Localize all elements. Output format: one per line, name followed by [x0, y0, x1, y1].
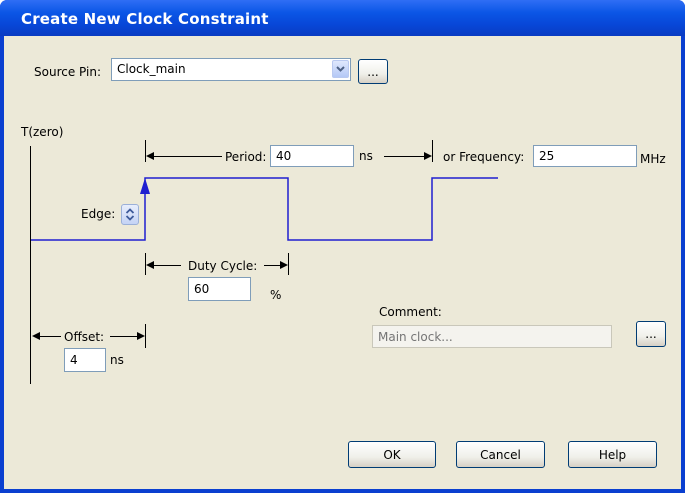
source-pin-label: Source Pin: [34, 65, 101, 79]
period-left-line [149, 156, 222, 157]
duty-cycle-input[interactable] [188, 277, 251, 301]
offset-right-line [110, 336, 137, 337]
period-right-arrow [424, 152, 432, 160]
edge-label: Edge: [81, 207, 116, 221]
edge-spinner[interactable] [121, 204, 139, 225]
rising-edge-arrow [140, 178, 150, 194]
duty-right-line [264, 265, 280, 266]
tzero-label: T(zero) [21, 125, 64, 139]
offset-right-arrow [137, 332, 145, 340]
comment-label: Comment: [379, 305, 442, 319]
duty-left-line [149, 265, 181, 266]
tzero-axis-line [30, 146, 31, 384]
duty-end-tick [288, 253, 289, 275]
duty-cycle-unit: % [270, 288, 282, 302]
comment-input[interactable] [372, 325, 612, 348]
duty-start-tick [145, 253, 146, 275]
duty-right-arrow [280, 261, 288, 269]
chevron-down-icon [336, 66, 345, 72]
source-pin-browse-button[interactable]: ... [358, 59, 388, 84]
waveform-line [31, 177, 498, 241]
duty-cycle-label: Duty Cycle: [188, 259, 258, 273]
offset-label: Offset: [64, 330, 105, 344]
clock-waveform [31, 177, 498, 241]
dialog-title: Create New Clock Constraint [21, 10, 269, 28]
offset-unit: ns [110, 353, 124, 367]
ok-button[interactable]: OK [348, 441, 436, 468]
offset-input[interactable] [64, 348, 106, 372]
offset-left-line [35, 336, 61, 337]
source-pin-select[interactable]: Clock_main [111, 58, 351, 81]
cancel-button[interactable]: Cancel [456, 441, 545, 468]
period-label: Period: [225, 150, 267, 164]
dialog-body: Source Pin: Clock_main ... T(zero) Perio… [4, 36, 681, 489]
period-end-tick [432, 140, 433, 162]
frequency-input[interactable] [533, 145, 637, 167]
comment-browse-button[interactable]: ... [636, 321, 666, 347]
period-unit: ns [359, 149, 373, 163]
up-down-arrows-icon [125, 208, 135, 221]
title-bar[interactable]: Create New Clock Constraint [0, 0, 685, 36]
period-start-tick [145, 140, 146, 162]
frequency-label: or Frequency: [443, 150, 525, 164]
frequency-unit: MHz [640, 152, 666, 166]
dropdown-button[interactable] [332, 60, 349, 78]
period-right-line [384, 156, 424, 157]
source-pin-value: Clock_main [117, 62, 186, 76]
offset-end-tick [145, 324, 146, 348]
help-button[interactable]: Help [568, 441, 657, 468]
period-input[interactable] [270, 145, 354, 167]
